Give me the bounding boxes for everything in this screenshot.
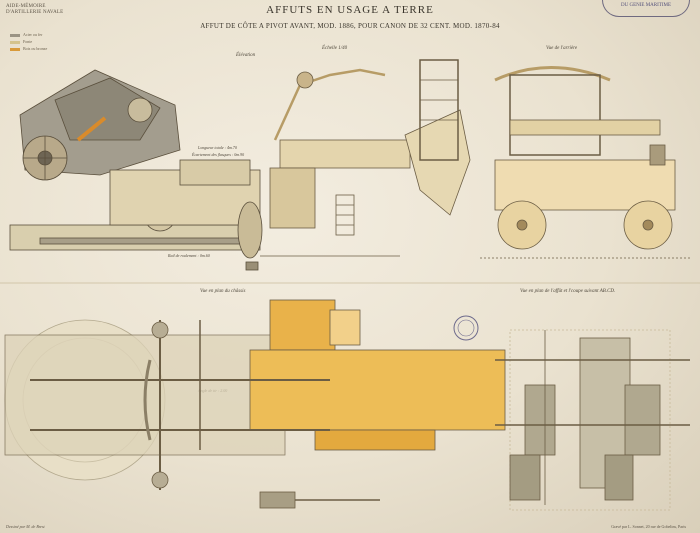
side-frame-rail [419, 59, 459, 161]
annotation-1: Longueur totale : 4m.70 [198, 145, 237, 150]
plan-gear-bottom [151, 471, 169, 489]
elevation-base [9, 224, 261, 251]
stamp-text: DU GENIE MARITIME [621, 3, 671, 8]
legend-swatch-1 [10, 33, 20, 37]
rear-arch [494, 66, 611, 82]
plan-extension [314, 429, 436, 451]
legend-item-3: Bois ou bronze [10, 45, 47, 52]
legend-label-2: Fonte [23, 39, 33, 44]
plan-rack [143, 359, 152, 441]
rear-crossbar [509, 119, 661, 136]
legend-item-2: Fonte [10, 38, 47, 45]
rear-view-drawing [480, 66, 690, 259]
plan-view-drawing [4, 299, 506, 509]
library-stamp-circle [453, 315, 479, 341]
plan-ab-left-frame [524, 384, 556, 456]
artist-signature: Dessiné par M. de Brest [6, 524, 45, 529]
plan-block-top-2 [329, 309, 361, 346]
plan-gear-top [151, 321, 169, 339]
pivot-foot [245, 261, 259, 271]
plate-title: AFFUTS EN USAGE A TERRE [266, 4, 434, 16]
printer-credit: Gravé par L. Sonnet, 20 rue de Gobelins,… [611, 524, 686, 529]
annotation-3: Rail de roulement : 0m.60 [168, 253, 210, 258]
side-tail [404, 109, 471, 216]
side-crane-arm [273, 68, 386, 141]
elevation-drawing [9, 69, 263, 271]
plan-ab-foot-left [509, 454, 541, 501]
legend-item-1: Acier ou fer [10, 31, 47, 38]
plan-bottom-mechanism [259, 491, 296, 509]
rear-frame [509, 74, 601, 156]
view-label-side: Échelle 1/40 [322, 46, 348, 51]
side-pulley [296, 71, 314, 89]
view-label-plan-ab: Vue en plan de l'affût et l'coupe suivan… [520, 289, 616, 294]
plate-subtitle: AFFUT DE CÔTE A PIVOT AVANT, MOD. 1886, … [200, 22, 500, 30]
gear-top [127, 97, 153, 123]
rear-hub-right [642, 219, 654, 231]
view-label-elevation: Élévation [236, 53, 256, 58]
view-label-plan: Vue en plan du châssis [200, 289, 246, 294]
plan-ab-right-frame [624, 384, 661, 456]
plan-ab-outline [509, 329, 671, 511]
corner-line-2: D'ARTILLERIE NAVALE [6, 10, 64, 15]
header-corner-text: AIDE-MÉMOIRE D'ARTILLERIE NAVALE [6, 4, 63, 16]
element-19 [453, 315, 479, 341]
side-view-drawing [260, 59, 471, 257]
legend-label-1: Acier ou fer [23, 32, 43, 37]
plan-block-top [269, 299, 336, 351]
material-legend: Acier ou fer Fonte Bois ou bronze [10, 31, 47, 52]
legend-swatch-3 [10, 47, 20, 51]
view-label-rear: Vue de l'arrière [546, 46, 578, 51]
plan-slide [249, 349, 506, 431]
orange-brace [76, 116, 107, 142]
plan-ab-foot-right [604, 454, 634, 501]
side-column [269, 167, 316, 229]
pivot-wheel [237, 201, 263, 259]
carriage-cheek [54, 77, 161, 141]
rear-bracket [649, 144, 666, 166]
side-beam [279, 139, 411, 169]
elevation-rail [39, 237, 241, 245]
elevation-block [179, 159, 251, 186]
annotation-2: Écartement des flasques : 0m.90 [192, 152, 245, 157]
corner-line-1: AIDE-MÉMOIRE [6, 4, 46, 9]
element-20 [457, 319, 475, 337]
legend-swatch-2 [10, 40, 20, 44]
plan-ab-drawing [495, 329, 690, 511]
legend-label-3: Bois ou bronze [23, 46, 48, 51]
rear-hub-left [516, 219, 528, 231]
